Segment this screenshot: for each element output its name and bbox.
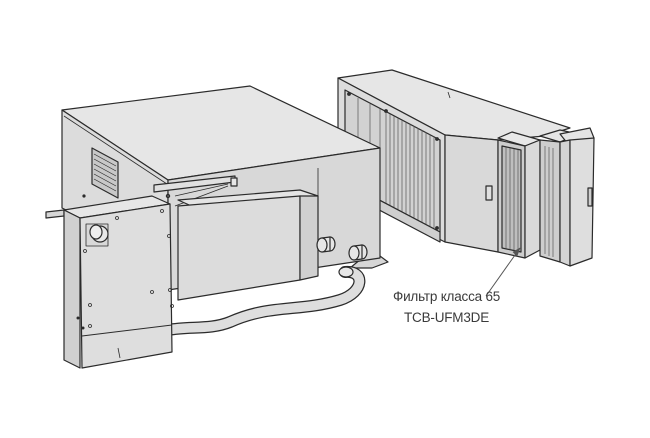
filter-callout-title: Фильтр класса 65 <box>393 289 501 304</box>
main-unit <box>45 85 389 336</box>
filter-chamber <box>337 69 595 297</box>
filter-callout-model: TCB-UFM3DE <box>404 310 489 325</box>
control-box <box>63 195 174 369</box>
